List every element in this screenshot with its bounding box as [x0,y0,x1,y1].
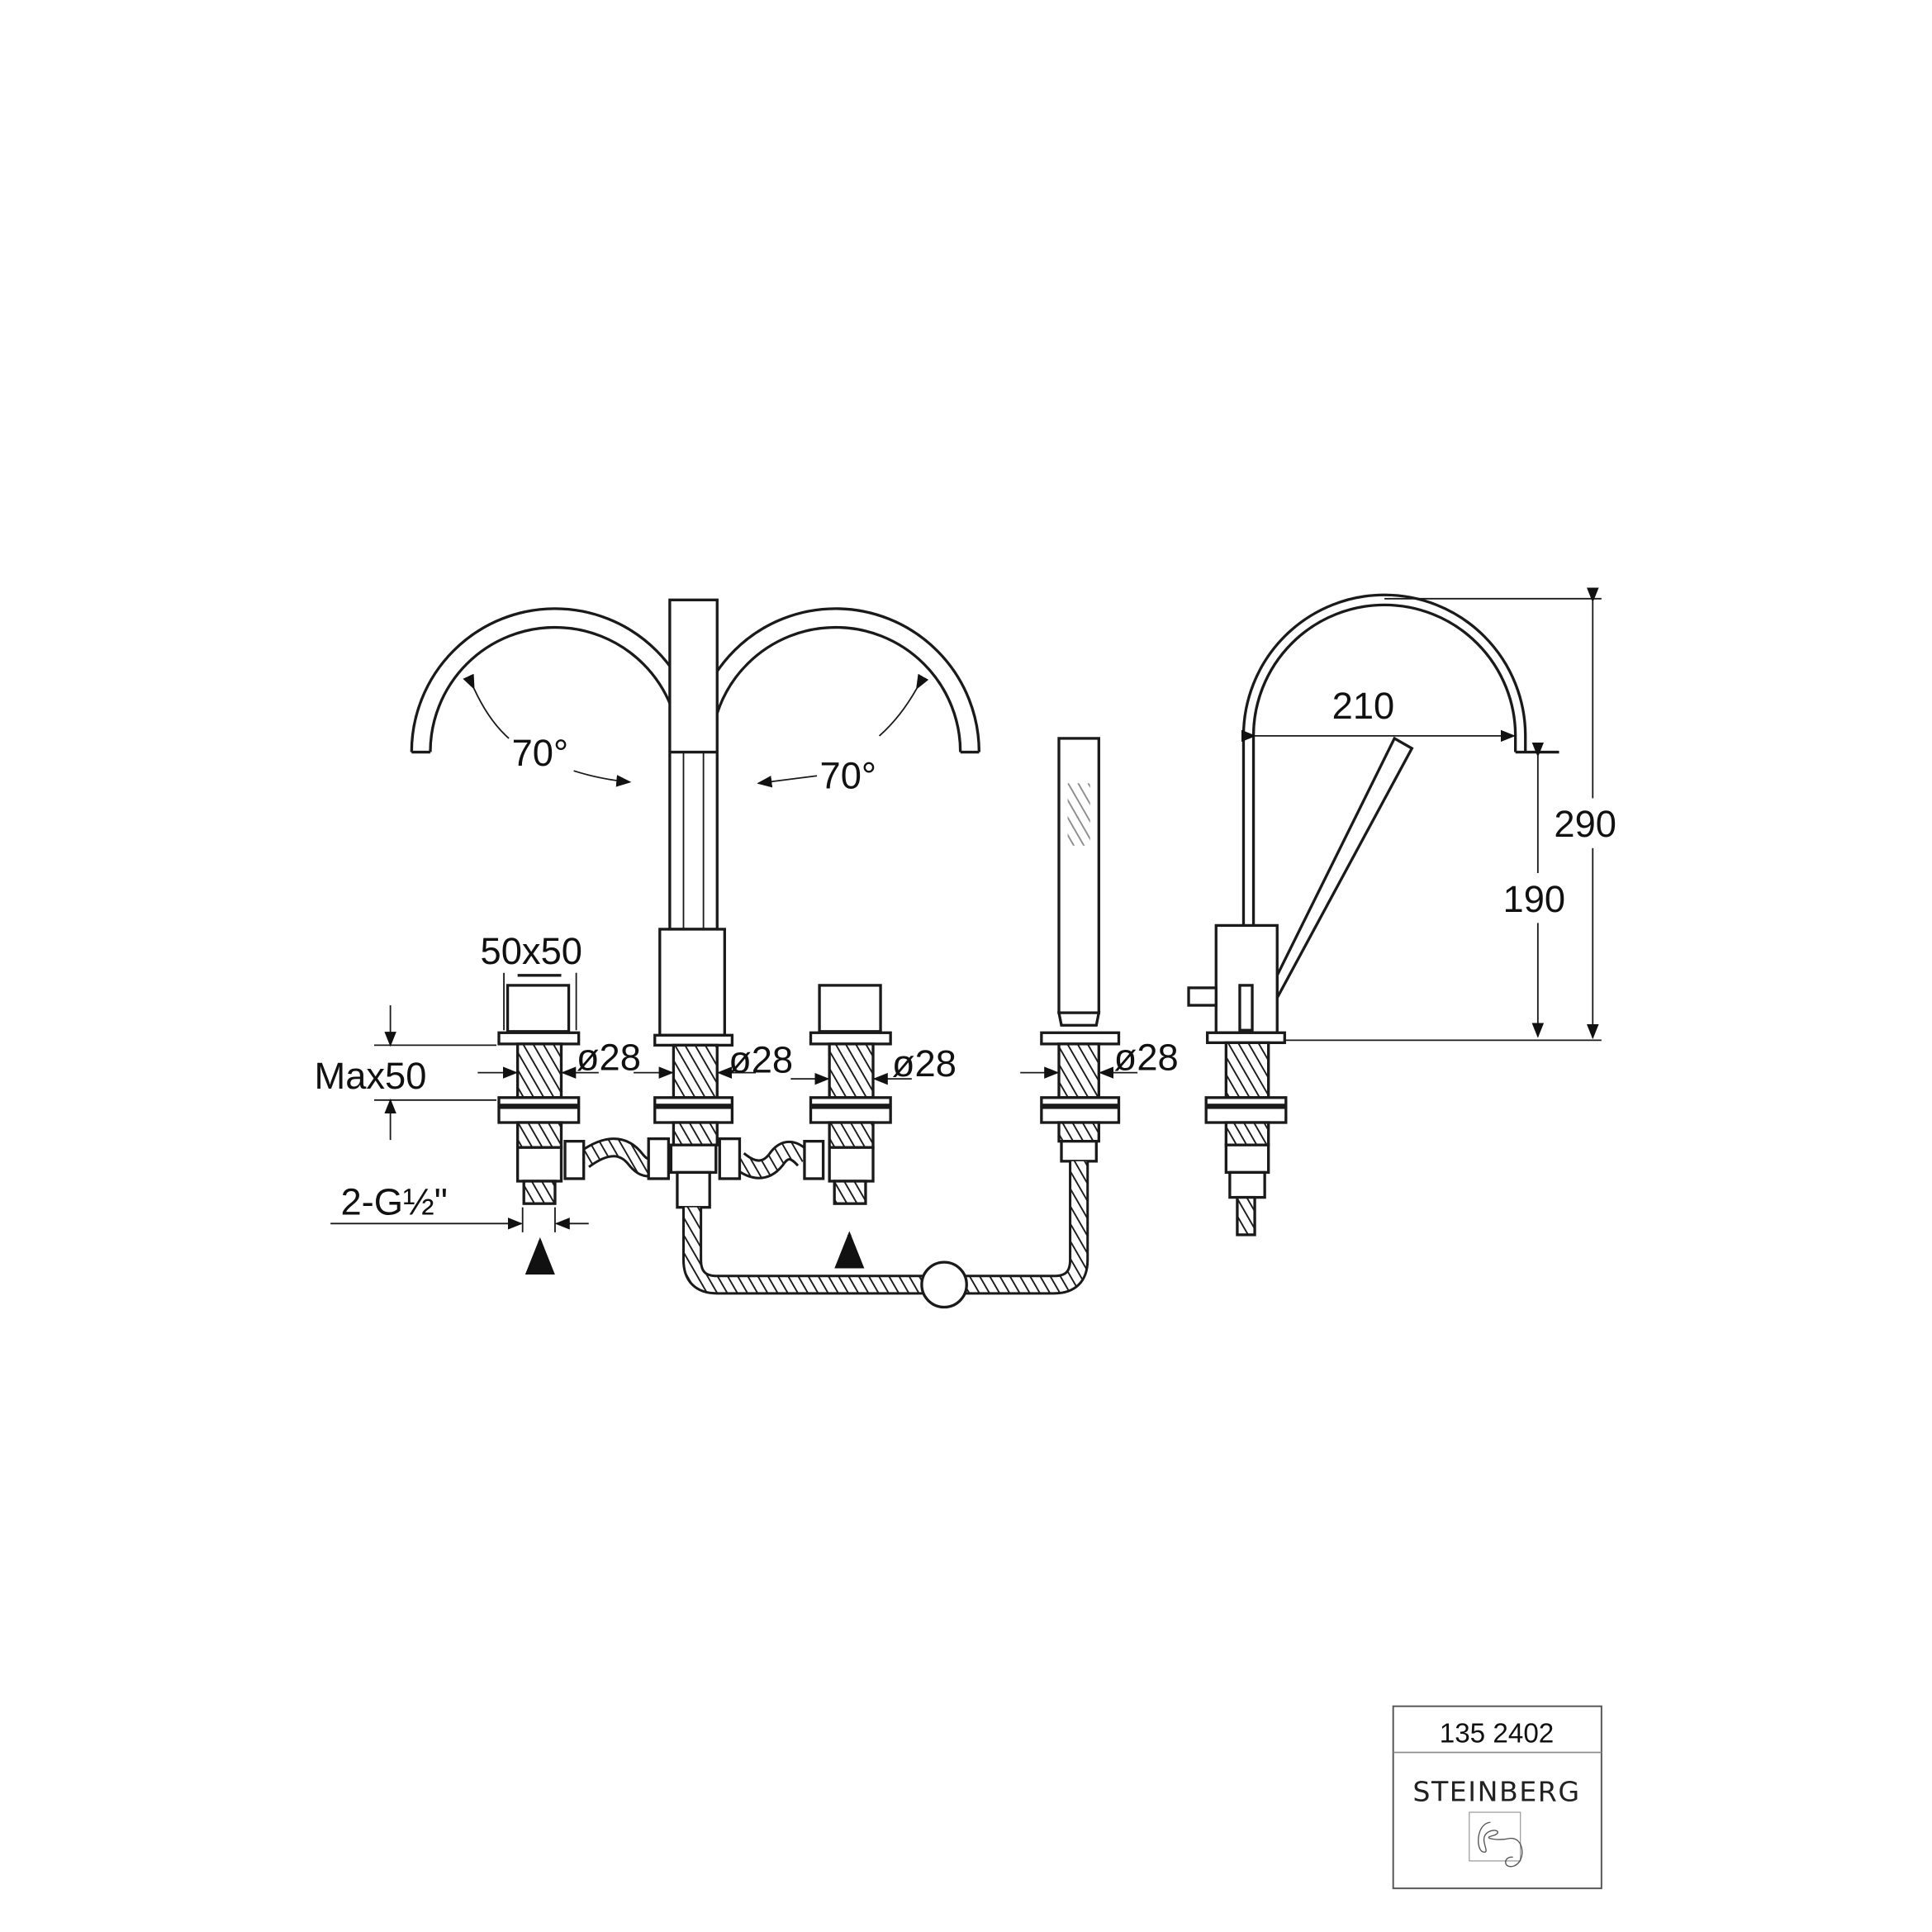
diameter-label: ø28 [892,1042,957,1085]
handle-size-dimension: 50x50 [481,930,582,1031]
hose-weight [920,1260,968,1309]
diameter-label: ø28 [577,1037,641,1079]
diameter-dimension-3: ø28 [790,1042,957,1085]
braided-connector-left [563,1137,671,1180]
shower-spray-holes [1067,783,1090,846]
side-view-mixer [1187,593,1559,1237]
reach-dimension: 210 [1241,685,1516,743]
total-height-dimension: 290 [1284,587,1625,1042]
connection-label: 2-G½" [340,1181,447,1223]
right-handle-valve [809,984,892,1205]
reach-label: 210 [1332,685,1395,727]
angle-right-label: 70° [820,754,877,796]
steinberg-logo [1469,1811,1523,1868]
connection-dimension: 2-G½" [330,1181,589,1232]
spout-height-label: 190 [1503,878,1566,920]
diameter-dimension-4: ø28 [1020,1037,1179,1079]
title-block: 135 2402 STEINBERG [1392,1705,1602,1890]
angle-left-label: 70° [512,732,569,774]
diameter-label: ø28 [729,1039,793,1081]
spout-left-swing [410,607,700,754]
diameter-dimension-1: ø28 [477,1037,641,1079]
brand-name: STEINBERG [1412,1775,1580,1807]
total-height-label: 290 [1554,803,1616,845]
diameter-dimension-2: ø28 [634,1039,793,1081]
left-handle-valve [497,984,581,1205]
braided-connector-right [718,1137,825,1180]
shower-hose [681,1161,1089,1309]
spout-column [653,598,734,1209]
article-number: 135 2402 [1440,1718,1555,1749]
max-deck-label: Max50 [314,1055,426,1097]
angle-right-dimension: 70° [757,673,929,796]
max-deck-dimension: Max50 [314,1005,496,1141]
hand-shower [1040,737,1121,1163]
spout-height-dimension: 190 [1497,742,1572,1038]
angle-left-dimension: 70° [463,673,632,787]
handle-size-label: 50x50 [481,930,582,972]
spout-right-swing [691,607,981,754]
diameter-label: ø28 [1114,1037,1179,1079]
